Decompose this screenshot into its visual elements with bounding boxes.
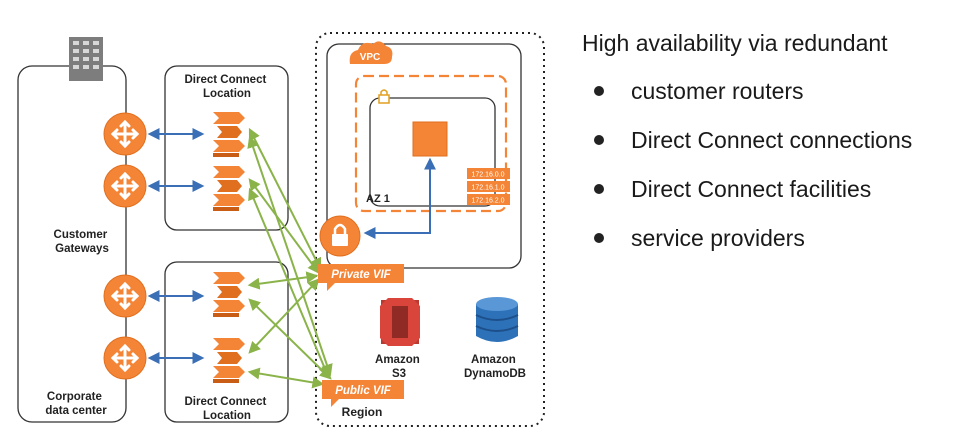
direct-connect-icon [213, 272, 245, 317]
virtual-gateway-lock-icon [319, 215, 361, 257]
route-table: 172.16.0.0 172.16.1.0 172.16.2.0 [467, 168, 510, 205]
availability-zone [354, 74, 508, 213]
router-icon [103, 274, 147, 318]
direct-connect-diagram: Customer Gateways Corporate data center … [17, 32, 545, 427]
route-entry: 172.16.0.0 [471, 172, 504, 179]
direct-connect-icon [213, 112, 245, 157]
bullet-icon [594, 86, 604, 96]
region-label: Region [342, 405, 383, 419]
corporate-data-center-label: Corporate data center [45, 391, 107, 417]
customer-gateways-label: Customer Gateways [54, 229, 111, 255]
green-connections [247, 127, 333, 389]
dc-location-top-label: Direct Connect Location [185, 74, 270, 100]
blue-connections [147, 128, 436, 364]
list-item: Direct Connect connections [582, 124, 977, 173]
dynamodb-label: Amazon DynamoDB [464, 354, 526, 380]
list-item: service providers [582, 222, 977, 271]
s3-label: Amazon S3 [375, 354, 423, 380]
vpc-label: VPC [360, 52, 381, 63]
router-icon [103, 112, 147, 156]
public-vif-label: Public VIF [335, 385, 392, 397]
redundancy-list: High availability via redundant customer… [582, 30, 977, 271]
region-boundary: Region [315, 32, 545, 427]
az-label: AZ 1 [366, 193, 390, 205]
route-entry: 172.16.2.0 [471, 198, 504, 205]
vpc-cloud-icon: VPC [349, 41, 393, 64]
direct-connect-icon [213, 166, 245, 211]
dynamodb-icon [475, 297, 519, 342]
router-icon [103, 164, 147, 208]
subnet-lock-icon [378, 89, 390, 104]
bullet-list: customer routers Direct Connect connecti… [582, 75, 977, 271]
list-item: Direct Connect facilities [582, 173, 977, 222]
instance-icon [412, 121, 448, 157]
s3-icon [380, 298, 420, 346]
building-icon [69, 37, 103, 81]
direct-connect-icon [213, 338, 245, 383]
router-icon [103, 336, 147, 380]
private-vif-label: Private VIF [331, 269, 391, 281]
public-vif-tag: Public VIF [322, 380, 404, 407]
bullet-icon [594, 233, 604, 243]
route-entry: 172.16.1.0 [471, 185, 504, 192]
private-vif-tag: Private VIF [318, 264, 404, 291]
list-item: customer routers [582, 75, 977, 124]
bullet-icon [594, 184, 604, 194]
list-heading: High availability via redundant [582, 30, 888, 56]
corporate-data-center: Customer Gateways Corporate data center [17, 37, 127, 423]
bullet-icon [594, 135, 604, 145]
dc-location-bottom-label: Direct Connect Location [185, 396, 270, 422]
